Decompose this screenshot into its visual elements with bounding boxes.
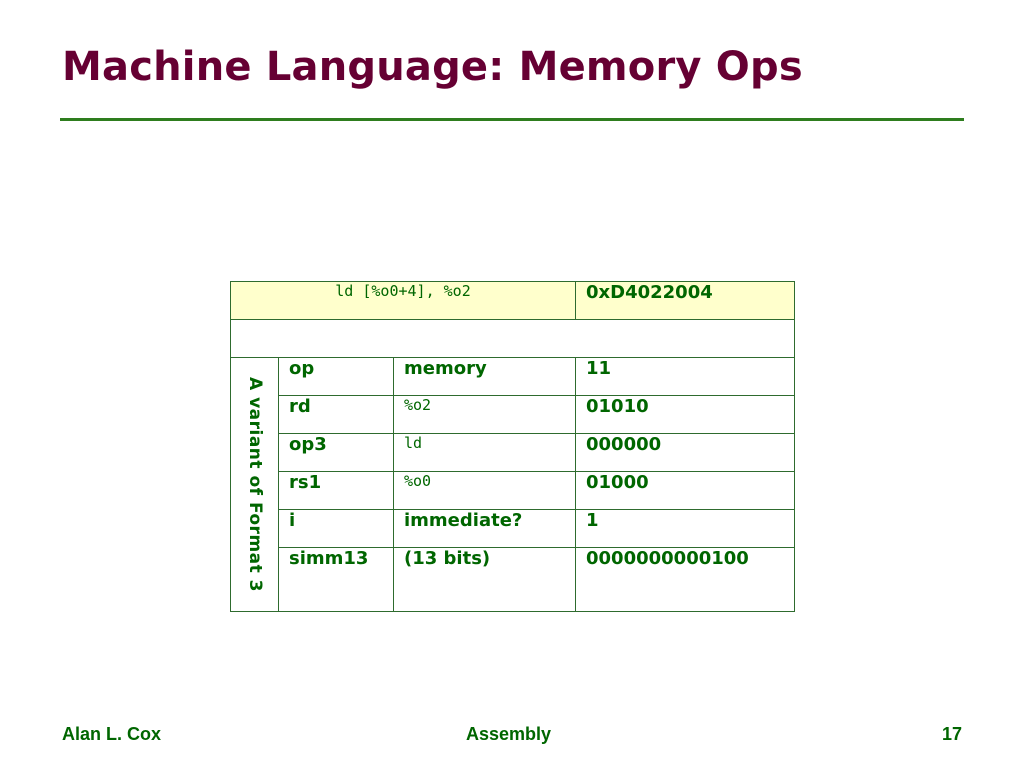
table-row: op3 ld 000000 xyxy=(231,433,795,472)
field-meaning: (13 bits) xyxy=(393,547,576,612)
footer-author: Alan L. Cox xyxy=(62,724,162,744)
field-name: i xyxy=(278,509,394,548)
field-meaning: memory xyxy=(393,357,576,396)
field-name: op xyxy=(278,357,394,396)
slide-title: Machine Language: Memory Ops xyxy=(62,44,803,90)
table-row: simm13 (13 bits) 0000000000100 xyxy=(231,547,795,612)
field-bits: 1 xyxy=(575,509,795,548)
title-divider xyxy=(60,118,964,121)
field-bits: 0000000000100 xyxy=(575,547,795,612)
table-row: A variant of Format 3 op memory 11 xyxy=(230,357,795,612)
field-bits: 01010 xyxy=(575,395,795,434)
field-bits: 11 xyxy=(575,357,795,396)
field-meaning: %o0 xyxy=(393,471,576,510)
instruction-encoding-table: ld [%o0+4], %o2 0xD4022004 A variant of … xyxy=(230,281,795,612)
encoding-cell: 0xD4022004 xyxy=(575,281,795,320)
field-meaning: ld xyxy=(393,433,576,472)
field-name: simm13 xyxy=(278,547,394,612)
table-row: rs1 %o0 01000 xyxy=(231,471,795,510)
side-label: A variant of Format 3 xyxy=(245,377,265,592)
table-header-row: ld [%o0+4], %o2 0xD4022004 xyxy=(230,281,795,320)
page-number: 17 xyxy=(941,724,962,744)
instruction-cell: ld [%o0+4], %o2 xyxy=(230,281,576,320)
field-name: rs1 xyxy=(278,471,394,510)
field-name: rd xyxy=(278,395,394,434)
field-bits: 000000 xyxy=(575,433,795,472)
table-row: rd %o2 01010 xyxy=(231,395,795,434)
field-bits: 01000 xyxy=(575,471,795,510)
field-meaning: immediate? xyxy=(393,509,576,548)
table-row: i immediate? 1 xyxy=(231,509,795,548)
table-blank-row xyxy=(230,319,795,358)
footer-topic: Assembly xyxy=(466,724,552,744)
side-label-cell: A variant of Format 3 xyxy=(230,357,279,612)
field-meaning: %o2 xyxy=(393,395,576,434)
field-name: op3 xyxy=(278,433,394,472)
blank-cell xyxy=(230,319,795,358)
